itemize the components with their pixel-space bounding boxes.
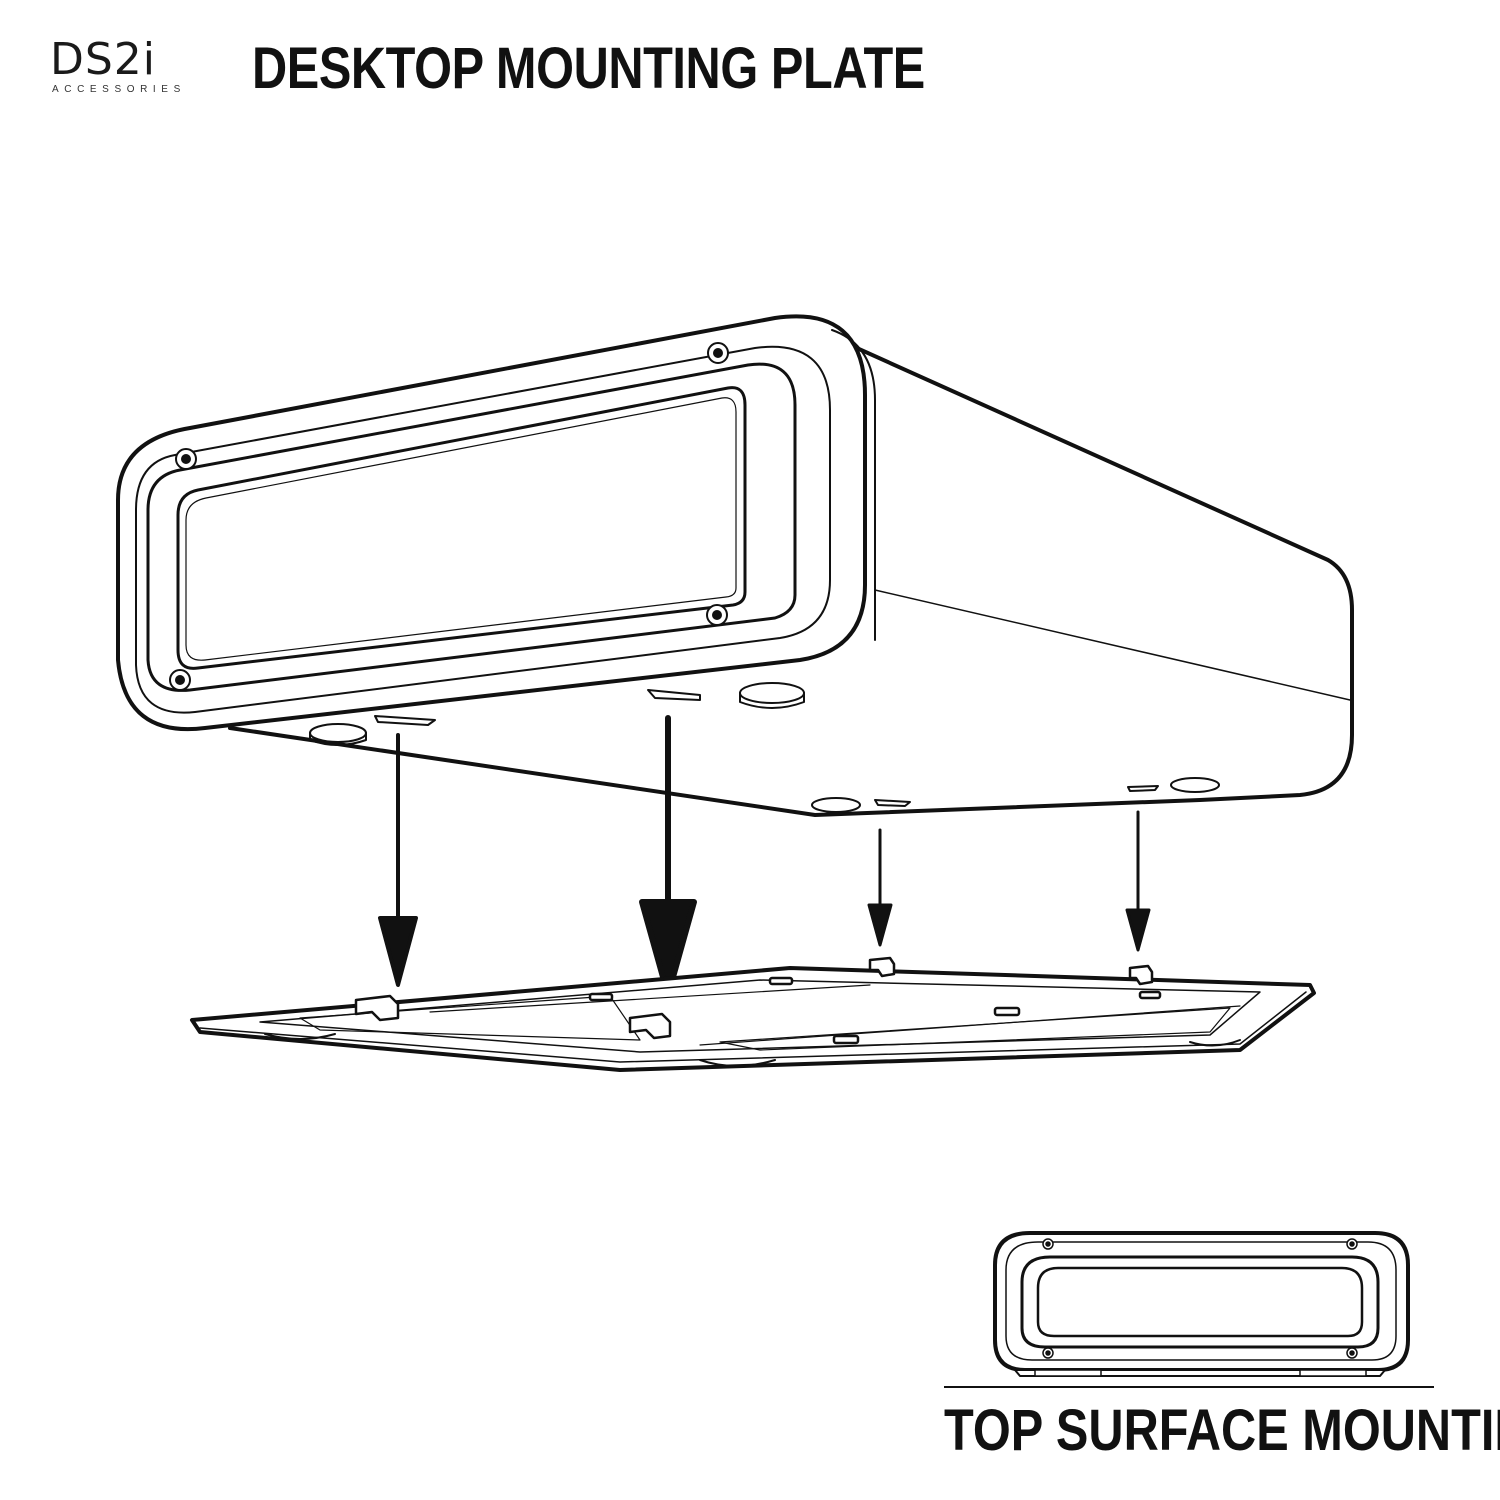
inset-device-front-view xyxy=(993,1231,1410,1377)
screw-icon xyxy=(1042,1238,1358,1359)
down-arrow-icon xyxy=(1125,810,1151,952)
inset-caption: TOP SURFACE MOUNTING xyxy=(944,1386,1500,1466)
brand-logo: DS2i ACCESSORIES xyxy=(50,38,220,100)
inset-caption-text: TOP SURFACE MOUNTING xyxy=(944,1398,1500,1463)
down-arrow-icon xyxy=(639,715,697,998)
device-enclosure xyxy=(116,314,1354,817)
down-arrow-icon xyxy=(867,828,893,947)
header: DS2i ACCESSORIES DESKTOP MOUNTING PLATE xyxy=(0,0,1500,140)
logo-wordmark: DS2i xyxy=(50,34,157,85)
device-feet xyxy=(309,682,1220,813)
page-title: DESKTOP MOUNTING PLATE xyxy=(252,36,925,101)
screw-icon xyxy=(169,342,729,691)
caption-divider xyxy=(944,1386,1434,1388)
mounting-plate xyxy=(190,956,1316,1072)
down-arrow-icon xyxy=(378,733,418,987)
plate-clips xyxy=(354,956,1162,1045)
logo-subtext: ACCESSORIES xyxy=(52,84,186,95)
